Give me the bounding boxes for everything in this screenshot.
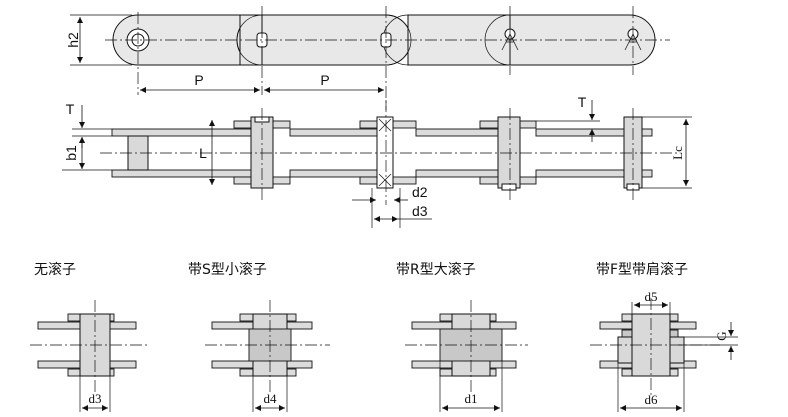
thickness-label: T [66, 101, 75, 117]
variant-title: 带R型大滚子 [396, 261, 476, 278]
dim-label: d1 [465, 391, 478, 406]
section-view: T b1 L T Lc d2 d3 [62, 94, 692, 228]
variant-title: 带S型小滚子 [188, 261, 267, 278]
dim-label: d3 [89, 391, 102, 406]
pin-section [376, 116, 394, 189]
variant-s-roller: 带S型小滚子 d4 [188, 261, 330, 412]
variant-title: 无滚子 [34, 261, 76, 278]
variant-no-roller: 无滚子 d3 [30, 261, 150, 412]
top-view: h2 P P [65, 6, 670, 110]
bushing [497, 116, 521, 189]
variant-title: 带F型带肩滚子 [596, 261, 688, 278]
d3-label: d3 [412, 203, 428, 219]
thickness-label: T [578, 94, 587, 110]
b1-label: b1 [63, 145, 79, 161]
lc-label: Lc [670, 146, 685, 160]
dim-label: d4 [264, 391, 278, 406]
variant-f-roller: 带F型带肩滚子 d5 d6 G [590, 261, 738, 412]
h2-label: h2 [65, 32, 81, 48]
g-label: G [714, 331, 729, 340]
length-label: L [199, 145, 207, 161]
pitch-label: P [194, 72, 203, 88]
variant-r-roller: 带R型大滚子 d1 [396, 261, 528, 412]
dim-label: d5 [645, 289, 658, 304]
dim-label: d6 [645, 392, 659, 407]
d2-label: d2 [412, 184, 428, 200]
pitch-label: P [320, 72, 329, 88]
